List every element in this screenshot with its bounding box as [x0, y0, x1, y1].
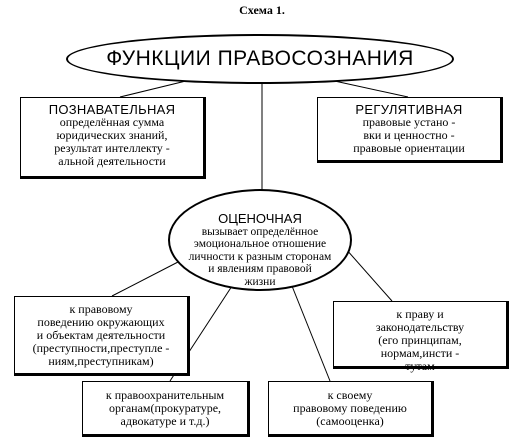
cognitive-body: определённая сумма юридических знаний, р… — [54, 115, 170, 168]
evaluation-organs-box: к правоохранительным органам(прокуратуре… — [82, 381, 250, 437]
evaluative-head: ОЦЕНОЧНАЯ — [218, 211, 302, 226]
regulative-head: РЕГУЛЯТИВНАЯ — [355, 102, 463, 117]
connector-main-to-regulative — [329, 79, 409, 98]
main-title: ФУНКЦИИ ПРАВОСОЗНАНИЯ — [106, 47, 414, 70]
regulative-function-box: РЕГУЛЯТИВНАЯ правовые устано - вки и цен… — [317, 97, 503, 163]
evaluation-others-text: к правовому поведению окружающих и объек… — [32, 302, 170, 368]
evaluation-law-text: к праву и законодательству (его принципа… — [375, 307, 465, 373]
connector-eval-to-own — [291, 285, 331, 382]
cognitive-head: ПОЗНАВАТЕЛЬНАЯ — [48, 102, 176, 117]
evaluation-self-text: к своему правовому поведению (самооценка… — [293, 388, 407, 428]
evaluation-others-box: к правовому поведению окружающих и объек… — [14, 296, 190, 376]
evaluation-law-box: к праву и законодательству (его принципа… — [333, 301, 509, 373]
main-functions-ellipse: ФУНКЦИИ ПРАВОСОЗНАНИЯ — [66, 34, 454, 84]
evaluation-organs-text: к правоохранительным органам(прокуратуре… — [105, 388, 225, 428]
regulative-body: правовые устано - вки и ценностно - прав… — [353, 115, 465, 155]
schema-caption: Схема 1. — [239, 3, 285, 17]
connector-eval-to-others — [111, 261, 179, 297]
evaluative-function-ellipse: ОЦЕНОЧНАЯ вызывает определённое эмоциона… — [168, 189, 352, 291]
evaluation-self-box: к своему правовому поведению (самооценка… — [268, 381, 434, 437]
cognitive-function-box: ПОЗНАВАТЕЛЬНАЯ определённая сумма юридич… — [20, 97, 206, 179]
connector-main-to-cognitive — [119, 79, 191, 98]
evaluative-body: вызывает определённое эмоциональное отно… — [188, 225, 332, 288]
